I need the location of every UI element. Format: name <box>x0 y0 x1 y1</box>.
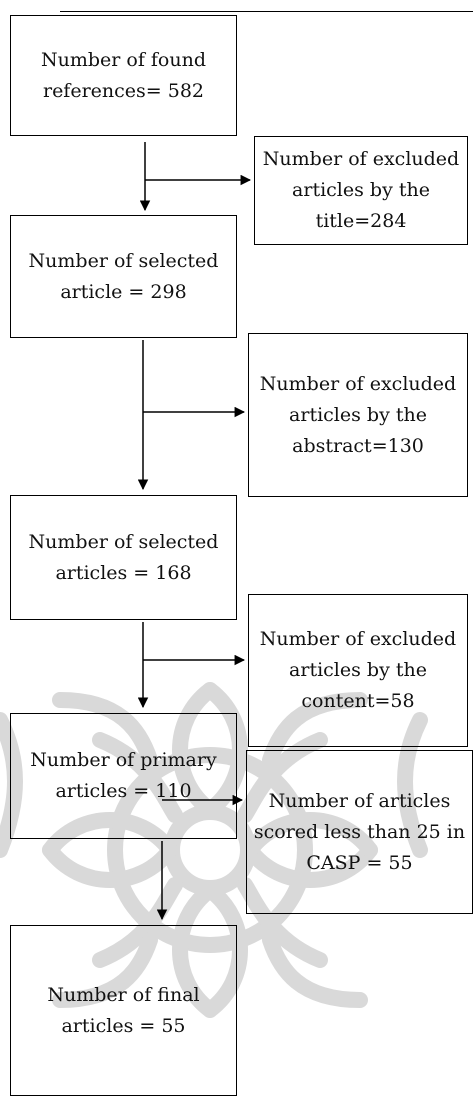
selected-articles-label: Number of selected articles = 168 <box>28 530 219 584</box>
primary-articles-box: Number of primary articles = 110 <box>10 713 237 839</box>
found-references-label: Number of found references= 582 <box>40 48 207 102</box>
header-rule <box>60 11 473 12</box>
selected-article-label: Number of selected article = 298 <box>28 249 219 303</box>
excluded-by-casp-box: Number of articles scored less than 25 i… <box>246 750 473 914</box>
selected-article-box: Number of selected article = 298 <box>10 215 237 338</box>
primary-articles-label: Number of primary articles = 110 <box>30 749 217 802</box>
excluded-by-title-box: Number of excluded articles by the title… <box>254 136 468 245</box>
selected-articles-box: Number of selected articles = 168 <box>10 495 237 620</box>
excluded-by-content-label: Number of excluded articles by the conte… <box>259 628 457 712</box>
excluded-by-abstract-label: Number of excluded articles by the abstr… <box>259 372 457 457</box>
excluded-by-abstract-box: Number of excluded articles by the abstr… <box>248 333 468 497</box>
final-articles-label: Number of final articles = 55 <box>47 983 200 1037</box>
final-articles-box: Number of final articles = 55 <box>10 925 237 1096</box>
found-references-box: Number of found references= 582 <box>10 15 237 136</box>
excluded-by-title-label: Number of excluded articles by the title… <box>262 148 460 232</box>
excluded-by-casp-label: Number of articles scored less than 25 i… <box>253 789 466 874</box>
excluded-by-content-box: Number of excluded articles by the conte… <box>248 594 468 747</box>
